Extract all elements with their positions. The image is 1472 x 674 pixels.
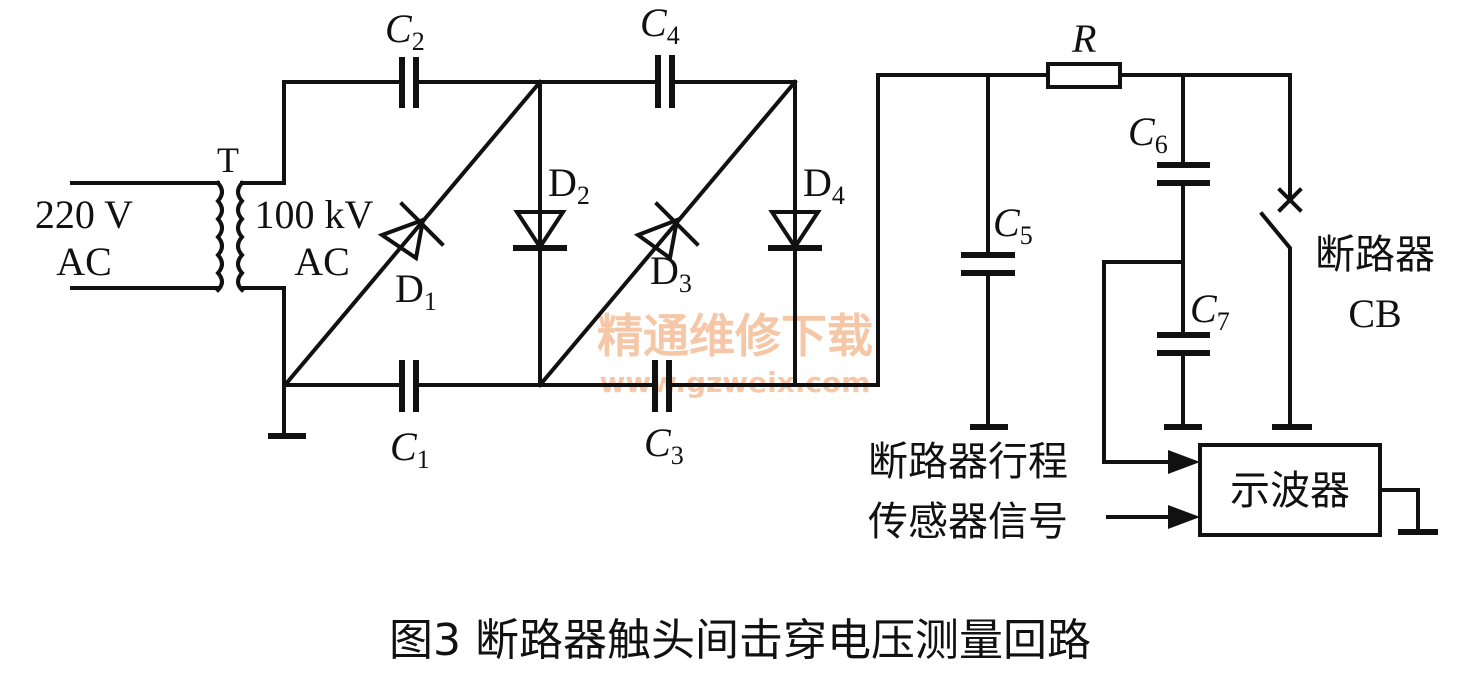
capacitor-c4 xyxy=(655,55,675,108)
watermark-text: 精通维修下载 xyxy=(597,309,873,363)
label-cb: CB xyxy=(1348,291,1401,336)
circuit-breaker xyxy=(1259,187,1312,430)
probe-wire xyxy=(1102,260,1185,464)
scope-ground-wire xyxy=(1378,488,1420,532)
figure-caption: 图3 断路器触头间击穿电压测量回路 xyxy=(389,615,1091,666)
label-d2: D2 xyxy=(548,160,590,210)
resistor-r xyxy=(1046,62,1122,89)
label-sensor-line2: 传感器信号 xyxy=(868,499,1068,545)
label-d3: D3 xyxy=(650,248,692,298)
capacitor-c3 xyxy=(652,360,672,412)
transformer xyxy=(70,80,306,439)
label-sensor-line1: 断路器行程 xyxy=(868,439,1068,485)
label-oscilloscope: 示波器 xyxy=(1230,468,1350,514)
label-c3: C3 xyxy=(644,420,684,470)
label-r: R xyxy=(1071,16,1096,61)
oscilloscope-box xyxy=(1198,443,1382,537)
diode-d1 xyxy=(377,201,445,262)
arrow-icon xyxy=(1168,450,1200,474)
label-input-voltage: 220 V xyxy=(35,192,133,237)
diode-d3 xyxy=(633,201,700,262)
label-c1: C1 xyxy=(390,424,430,474)
label-t: T xyxy=(217,140,239,180)
diagonal-wires xyxy=(282,79,798,388)
label-c5: C5 xyxy=(993,200,1033,250)
capacitor-c5 xyxy=(961,252,1015,276)
arrow-icon xyxy=(1168,505,1200,529)
capacitor-c2 xyxy=(399,57,419,108)
label-d1: D1 xyxy=(395,266,437,316)
capacitor-c7 xyxy=(1157,332,1210,356)
label-d4: D4 xyxy=(803,160,845,210)
label-c6: C6 xyxy=(1128,109,1168,159)
label-input-type: AC xyxy=(56,239,112,284)
bottom-wire xyxy=(282,73,1292,387)
label-output-voltage: 100 kV xyxy=(255,192,374,237)
label-breaker: 断路器 xyxy=(1315,232,1435,278)
diode-d4 xyxy=(768,210,822,251)
vertical-wires xyxy=(538,80,797,387)
capacitor-c6 xyxy=(1157,162,1210,186)
label-c2: C2 xyxy=(385,6,425,56)
capacitor-c1 xyxy=(399,360,419,412)
diode-d2 xyxy=(513,210,567,251)
label-c4: C4 xyxy=(640,0,680,50)
watermark-url: www.gzweix.com xyxy=(600,366,871,399)
label-output-type: AC xyxy=(294,239,350,284)
label-c7: C7 xyxy=(1190,286,1230,336)
